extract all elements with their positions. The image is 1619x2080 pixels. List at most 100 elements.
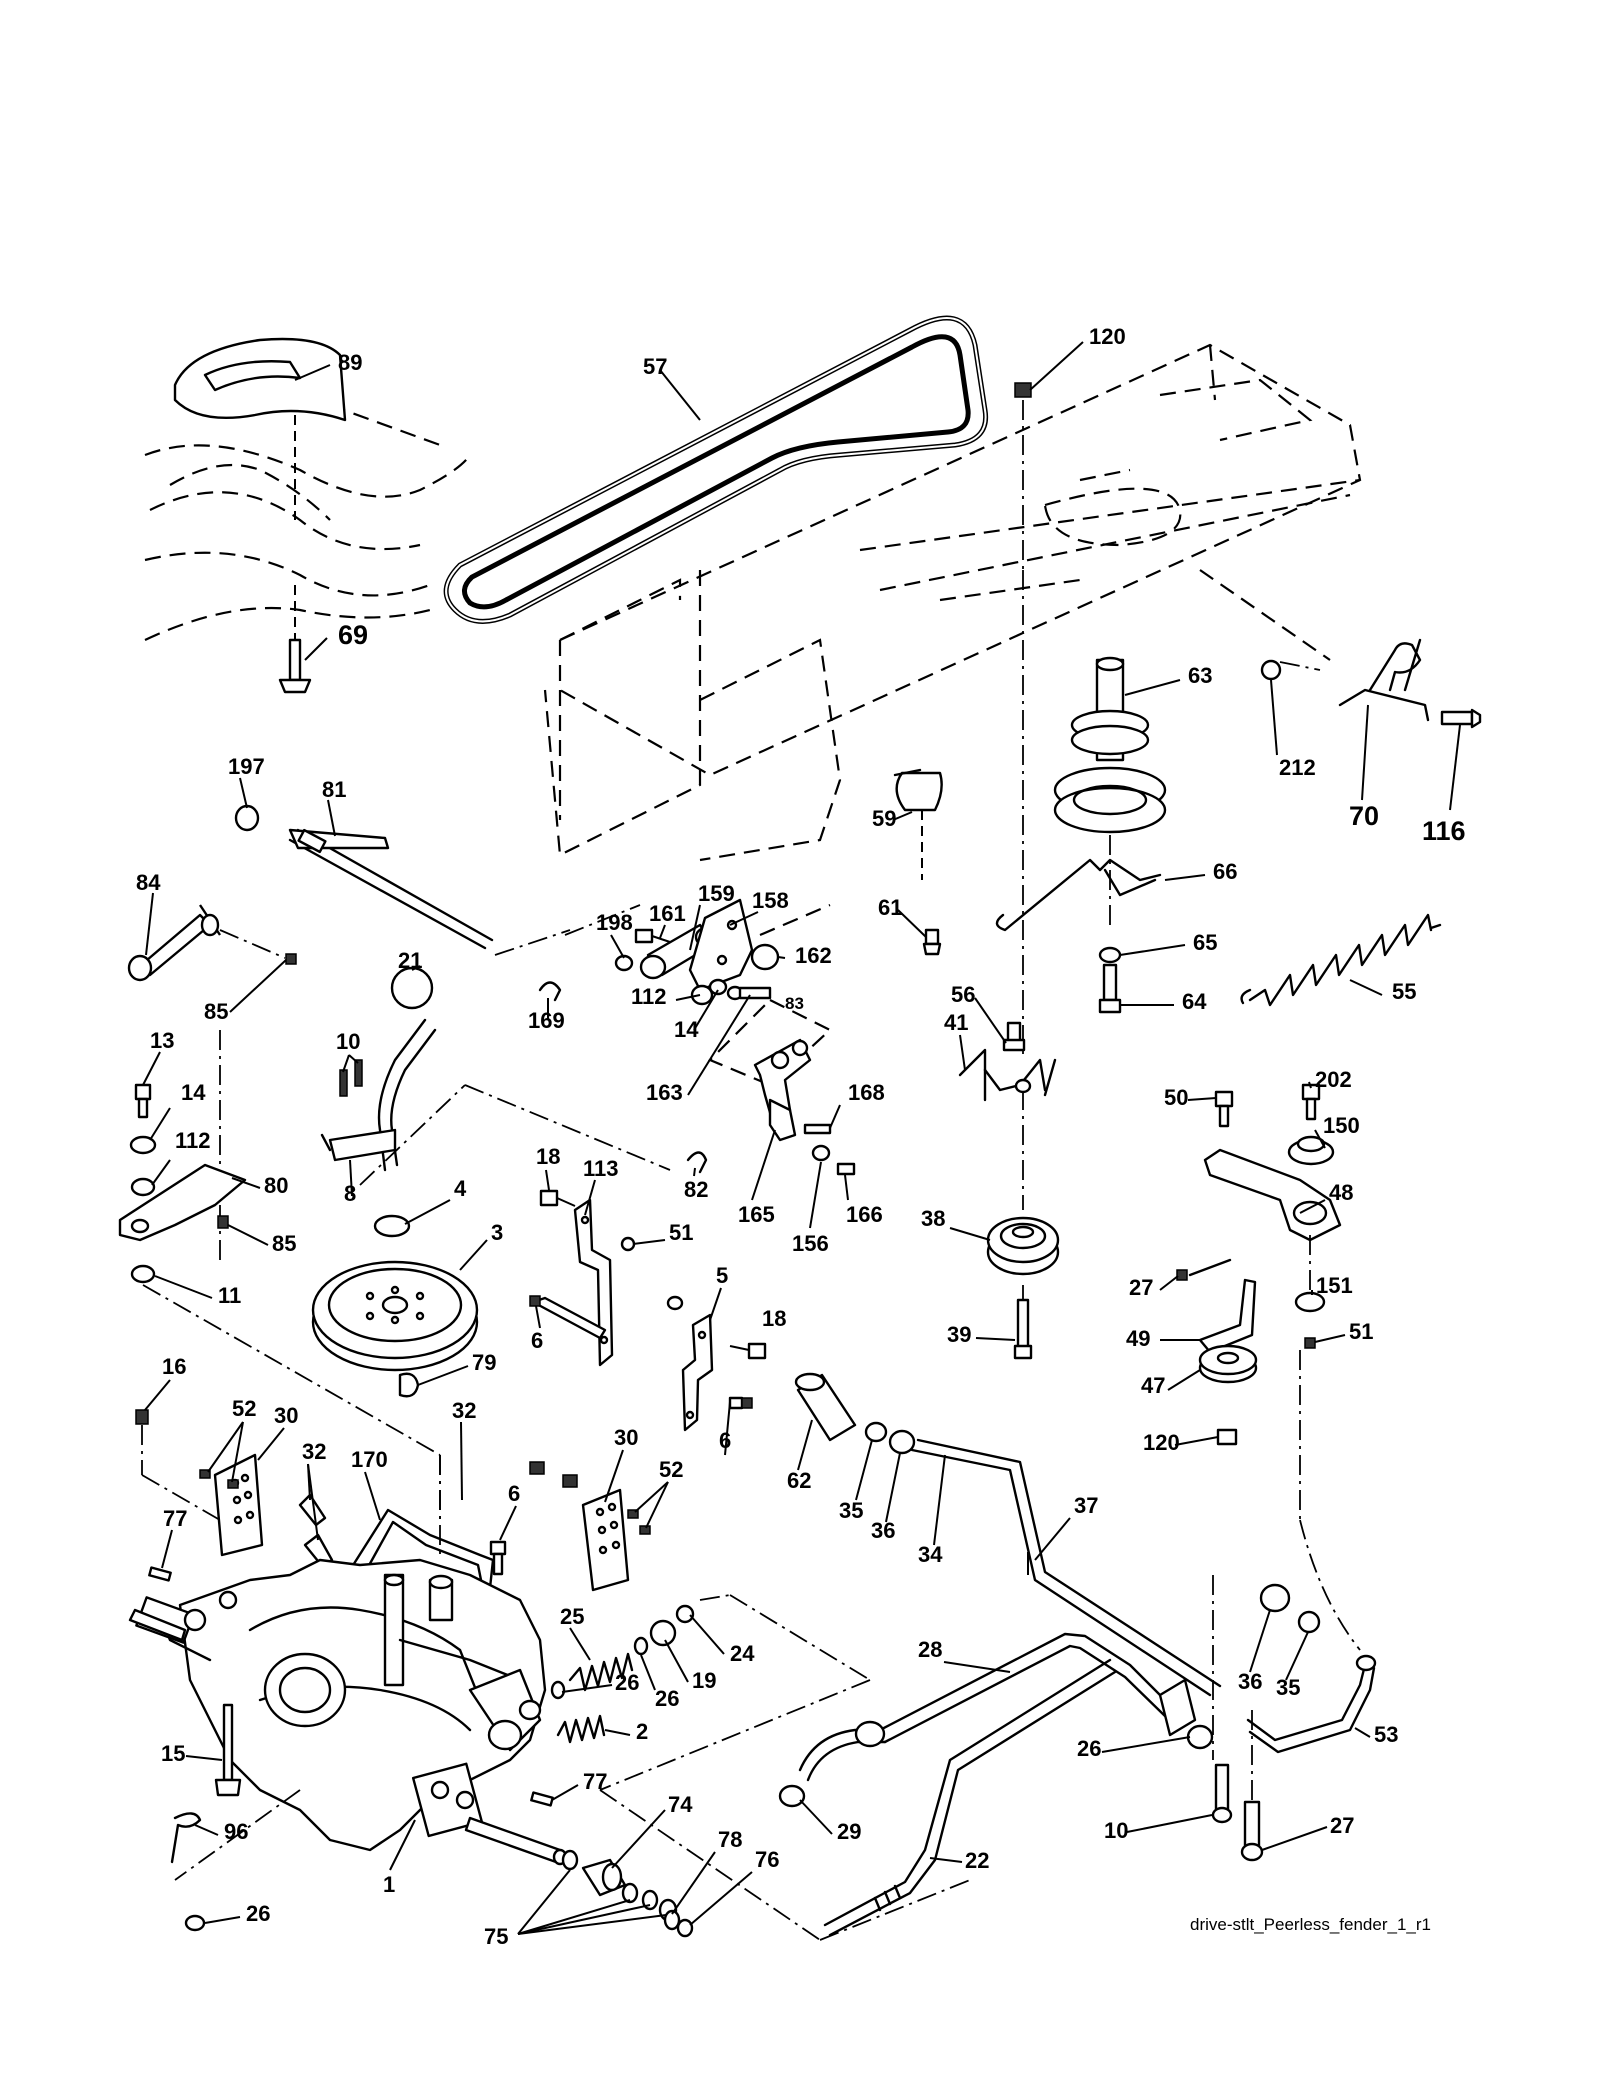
rod-53 <box>1246 1654 1377 1754</box>
part-label-l51b: 51 <box>1349 1319 1373 1344</box>
part-label-l50: 50 <box>1164 1085 1188 1110</box>
part-label-l21: 21 <box>398 948 422 973</box>
centerlines-right <box>1299 1235 1361 1651</box>
plate-30-left <box>213 1453 264 1557</box>
part-label-l156: 156 <box>792 1231 829 1256</box>
part-label-l36a: 36 <box>871 1518 895 1543</box>
bolt-6b <box>728 1396 753 1410</box>
bolt-168 <box>803 1123 832 1135</box>
part-label-l28: 28 <box>918 1637 942 1662</box>
key-77-bottom <box>530 1791 554 1807</box>
part-label-l5: 5 <box>716 1263 728 1288</box>
spring-2 <box>556 1714 606 1744</box>
part-label-l48: 48 <box>1329 1180 1353 1205</box>
part-label-l51a: 51 <box>669 1220 693 1245</box>
diagram-caption: drive-stlt_Peerless_fender_1_r1 <box>1190 1915 1431 1934</box>
washer-156 <box>811 1144 831 1162</box>
idler-pulley-63 <box>1053 656 1167 930</box>
nut-5 <box>666 1295 684 1311</box>
part-label-l63: 63 <box>1188 663 1212 688</box>
part-label-l120a: 120 <box>1089 324 1126 349</box>
part-label-l64: 64 <box>1182 989 1207 1014</box>
centerlines-transaxle <box>174 1455 971 1941</box>
part-label-l83: 83 <box>785 994 804 1013</box>
bushing-62 <box>794 1372 857 1442</box>
part-label-l89: 89 <box>338 350 362 375</box>
washer-65 <box>1098 946 1122 964</box>
part-label-l162: 162 <box>795 943 832 968</box>
bracket-48 <box>1203 1148 1342 1242</box>
nut-120-top <box>1014 382 1032 570</box>
part-label-l56: 56 <box>951 982 975 1007</box>
bolt-18b <box>729 1342 767 1360</box>
part-label-l168: 168 <box>848 1080 885 1105</box>
shaft-81 <box>288 828 571 956</box>
nut-35b <box>1297 1610 1321 1634</box>
part-label-l3: 3 <box>491 1220 503 1245</box>
nut-212 <box>1260 659 1321 681</box>
part-label-l61: 61 <box>878 895 902 920</box>
nut-24 <box>675 1604 695 1624</box>
part-label-l69: 69 <box>338 620 368 650</box>
spring-66 <box>995 858 1162 932</box>
transaxle-1 <box>135 1558 547 1852</box>
rod-22 <box>823 1658 1117 1937</box>
bushing-29 <box>778 1784 806 1808</box>
pulley-3 <box>311 1260 479 1372</box>
leader-lines <box>142 341 1461 1935</box>
part-label-l8: 8 <box>344 1181 356 1206</box>
bolts-52-right <box>627 1509 651 1535</box>
fender-outline <box>144 403 471 641</box>
bracket-80 <box>118 1163 247 1242</box>
part-label-l170: 170 <box>351 1447 388 1472</box>
washer-26d <box>184 1914 206 1932</box>
part-label-l165: 165 <box>738 1202 775 1227</box>
part-label-l70: 70 <box>1349 801 1379 831</box>
part-label-l30b: 30 <box>614 1425 638 1450</box>
part-label-l36b: 36 <box>1238 1669 1262 1694</box>
bracket-158 <box>688 898 754 992</box>
bolt-10b <box>1211 1763 1233 1824</box>
rod-34 <box>910 1438 1222 1697</box>
part-label-l22: 22 <box>965 1848 989 1873</box>
part-label-l159: 159 <box>698 881 735 906</box>
clip-169 <box>538 981 562 1002</box>
nut-85b <box>217 1215 229 1229</box>
washer-36a <box>888 1429 916 1455</box>
part-label-l26b: 26 <box>655 1686 679 1711</box>
bolt-27a <box>1176 1258 1232 1281</box>
part-label-l26c: 26 <box>1077 1736 1101 1761</box>
plate-30-right <box>581 1488 630 1592</box>
part-label-l75: 75 <box>484 1924 508 1949</box>
bolt-6c <box>489 1540 507 1576</box>
part-label-l2: 2 <box>636 1719 648 1744</box>
part-label-l166: 166 <box>846 1202 883 1227</box>
washer-198 <box>614 954 634 972</box>
bolt-6a <box>529 1295 607 1340</box>
part-label-l55: 55 <box>1392 979 1416 1004</box>
bolt-39 <box>1013 1298 1033 1360</box>
spring-25 <box>568 1652 634 1692</box>
lever-84 <box>127 904 297 982</box>
washer-26a <box>550 1680 566 1700</box>
part-label-l38: 38 <box>921 1206 945 1231</box>
bracket-26c <box>1158 1678 1214 1750</box>
part-label-l197: 197 <box>228 754 265 779</box>
part-label-l62: 62 <box>787 1468 811 1493</box>
part-label-l77b: 77 <box>583 1769 607 1794</box>
part-label-l34: 34 <box>918 1542 943 1567</box>
bracket-41 <box>958 1048 1057 1102</box>
part-label-l112a: 112 <box>631 984 667 1009</box>
bracket-5 <box>681 1313 714 1432</box>
bolts-32-right <box>529 1461 578 1488</box>
bolt-64 <box>1098 963 1122 1014</box>
part-label-l6c: 6 <box>508 1481 520 1506</box>
key-79 <box>398 1372 420 1398</box>
part-label-l112b: 112 <box>175 1128 211 1153</box>
part-label-l6b: 6 <box>719 1428 731 1453</box>
bolt-50 <box>1214 1090 1234 1128</box>
spacer-150 <box>1287 1135 1335 1166</box>
part-label-l11: 11 <box>218 1283 241 1308</box>
part-label-l52b: 52 <box>659 1457 683 1482</box>
washer-11 <box>130 1264 441 1456</box>
